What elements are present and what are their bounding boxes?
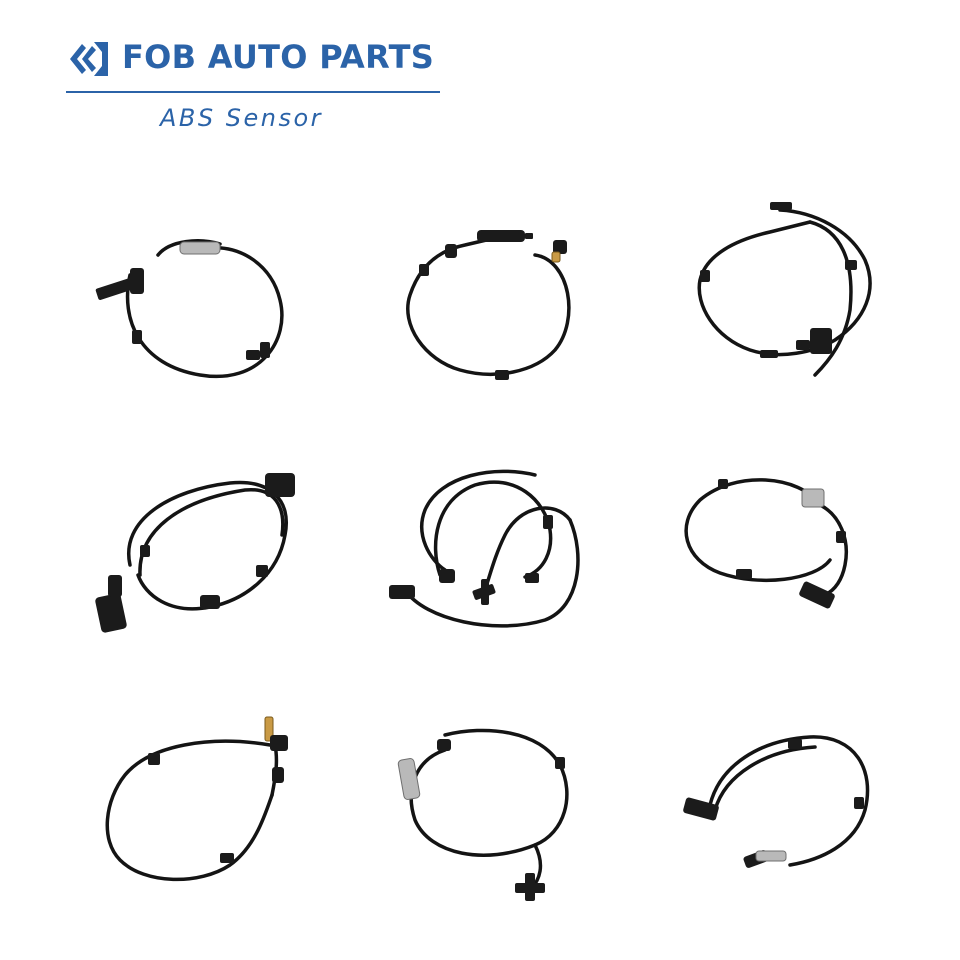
fob-logo-icon bbox=[70, 42, 108, 76]
abs-sensor-photo-2 bbox=[345, 200, 625, 440]
abs-sensor-photo-5 bbox=[345, 445, 625, 685]
abs-sensor-photo-4 bbox=[60, 445, 340, 685]
abs-sensor-cable-icon bbox=[684, 478, 848, 609]
abs-sensor-cable-icon bbox=[397, 728, 569, 901]
abs-sensor-cable-icon bbox=[683, 735, 870, 868]
abs-sensor-photo-9 bbox=[640, 705, 920, 945]
brand-name: FOB AUTO PARTS bbox=[122, 38, 435, 76]
product-photo-grid bbox=[0, 180, 960, 940]
abs-sensor-photo-7 bbox=[60, 705, 340, 945]
abs-sensor-cable-icon bbox=[389, 469, 580, 628]
abs-sensor-photo-6 bbox=[640, 445, 920, 685]
abs-sensor-cable-icon bbox=[105, 716, 288, 882]
abs-sensor-photo-3 bbox=[640, 200, 920, 440]
abs-sensor-cable-icon bbox=[95, 473, 295, 633]
abs-sensor-photo-1 bbox=[60, 200, 340, 440]
abs-sensor-cable-icon bbox=[406, 230, 571, 380]
product-title: ABS Sensor bbox=[160, 104, 324, 132]
abs-sensor-photo-8 bbox=[345, 705, 625, 945]
abs-sensor-cable-icon bbox=[95, 239, 284, 379]
header: FOB AUTO PARTS ABS Sensor bbox=[0, 0, 960, 170]
header-divider bbox=[66, 91, 440, 93]
abs-sensor-cable-icon bbox=[697, 202, 872, 377]
